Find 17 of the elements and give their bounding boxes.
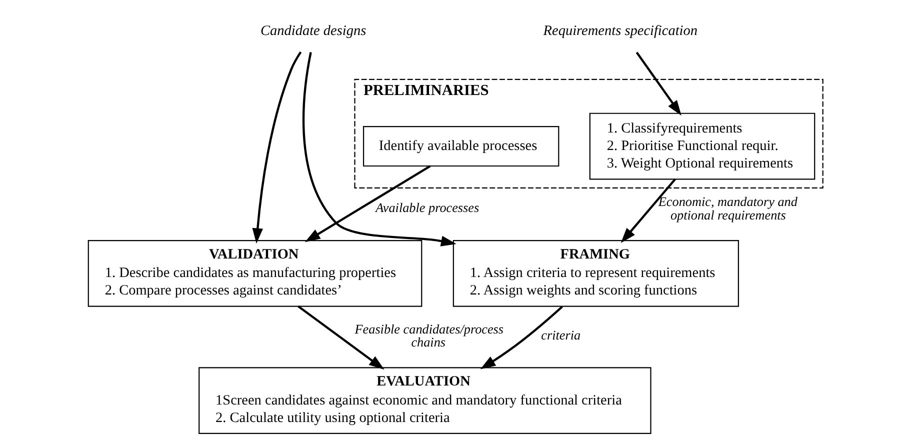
arrow — [620, 178, 676, 244]
arrow — [297, 306, 384, 370]
node-box: EVALUATION 1Screen candidates against economic and mandatory functional criteria 2. Calculate utility using optional criteria — [198, 367, 651, 434]
arrow — [635, 52, 681, 116]
node-box: VALIDATION 1. Describe candidates as manufacturing properties 2. Compare processes against candidates’ — [87, 240, 422, 307]
edge-label: Feasible candidates/process chains — [354, 321, 504, 350]
arrow — [480, 306, 562, 370]
node-text: Candidate designs — [260, 22, 366, 39]
edge-label: Available processes — [375, 200, 479, 216]
edge-label: criteria — [540, 327, 580, 342]
arrow — [252, 51, 302, 244]
edge-label: Economic, mandatory and optional requirements — [658, 194, 797, 222]
node-box: FRAMING 1. Assign criteria to represent requirements 2. Assign weights and scoring functions — [452, 240, 738, 307]
arrow — [302, 52, 456, 246]
node-text: Requirements specification — [542, 22, 698, 39]
node-box: 1. Classifyrequirements 2. Prioritise Functional requir. 3. Weight Optional requirements — [588, 112, 815, 180]
node-box: Identify available processes — [362, 126, 559, 167]
